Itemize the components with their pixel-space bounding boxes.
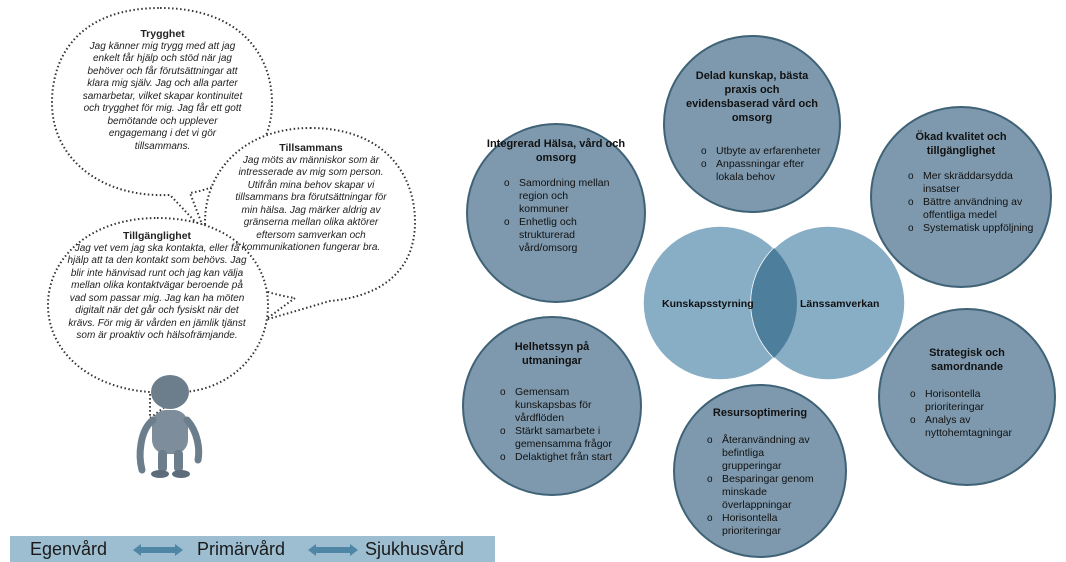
bubble-tillganglighet: Tillgänglighet Jag vet vem jag ska konta… — [64, 230, 250, 343]
list-item: Delaktighet från start — [500, 451, 624, 464]
list-item: Horisontella prioriteringar — [910, 388, 1040, 414]
circle-title: Delad kunskap, bästa praxis och evidensb… — [685, 70, 819, 124]
bubble-trygghet-text: Jag känner mig trygg med att jag enkelt … — [82, 40, 243, 152]
list-item: Enhetlig och strukturerad vård/omsorg — [504, 216, 614, 255]
list-item: Mer skräddarsydda insatser — [908, 170, 1034, 196]
list-item: Utbyte av erfarenheter — [701, 145, 821, 158]
bubble-tillsammans-text: Jag möts av människor som är intresserad… — [235, 154, 387, 254]
bubble-tillganglighet-title: Tillgänglighet — [122, 230, 192, 242]
list-item: Bättre användning av offentliga medel — [908, 196, 1034, 222]
person-figure-icon — [136, 375, 203, 478]
bubble-tillsammans-title: Tillsammans — [279, 142, 343, 154]
venn-label-lanssamverkan: Länssamverkan — [800, 298, 880, 310]
venn-label-kunskapsstyrning: Kunskapsstyrning — [662, 298, 754, 310]
list-item: Stärkt samarbete i gemensamma frågor — [500, 425, 624, 451]
circle-title: Strategisk och samordnande — [929, 347, 1005, 373]
circle-integrerad-halsa: Integrerad Hälsa, vård och omsorg Samord… — [466, 123, 646, 303]
bubble-tillganglighet-text: Jag vet vem jag ska kontakta, eller få h… — [67, 242, 247, 342]
care-level-bar: Egenvård Primärvård Sjukhusvård — [10, 536, 495, 562]
circle-title: Integrerad Hälsa, vård och omsorg — [486, 138, 626, 164]
bubble-tillganglighet-shape — [46, 216, 270, 420]
list-item: Gemensam kunskapsbas för vårdflöden — [500, 386, 624, 425]
list-item: Anpassningar efter lokala behov — [701, 158, 821, 184]
list-item: Systematisk uppföljning — [908, 222, 1034, 235]
list-item: Samordning mellan region och kommuner — [504, 177, 614, 216]
circle-title: Resursoptimering — [712, 407, 808, 419]
list-item: Besparingar genom minskade överlappninga… — [707, 473, 825, 512]
double-arrow-icon — [133, 544, 183, 556]
bubble-tillsammans: Tillsammans Jag möts av människor som är… — [226, 142, 396, 255]
bubble-trygghet-title: Trygghet — [140, 28, 185, 40]
bubble-trygghet: Trygghet Jag känner mig trygg med att ja… — [80, 28, 245, 153]
circle-title: Helhetssyn på utmaningar — [514, 341, 590, 367]
circle-delad-kunskap: Delad kunskap, bästa praxis och evidensb… — [663, 35, 841, 213]
circle-resursoptimering: Resursoptimering Återanvändning av befin… — [673, 384, 847, 558]
list-item: Horisontella prioriteringar — [707, 512, 825, 538]
circle-helhetssyn: Helhetssyn på utmaningar Gemensam kunska… — [462, 316, 642, 496]
list-item: Analys av nyttohemtagningar — [910, 414, 1040, 440]
bar-label-primarvard: Primärvård — [197, 539, 286, 559]
list-item: Återanvändning av befintliga grupperinga… — [707, 434, 825, 473]
circle-title: Ökad kvalitet och tillgänglighet — [915, 131, 1007, 157]
bar-label-egenvard: Egenvård — [30, 539, 108, 559]
bar-label-sjukhusvard: Sjukhusvård — [365, 539, 465, 559]
double-arrow-icon — [308, 544, 358, 556]
circle-okad-kvalitet: Ökad kvalitet och tillgänglighet Mer skr… — [870, 106, 1052, 288]
circle-strategisk: Strategisk och samordnande Horisontella … — [878, 308, 1056, 486]
